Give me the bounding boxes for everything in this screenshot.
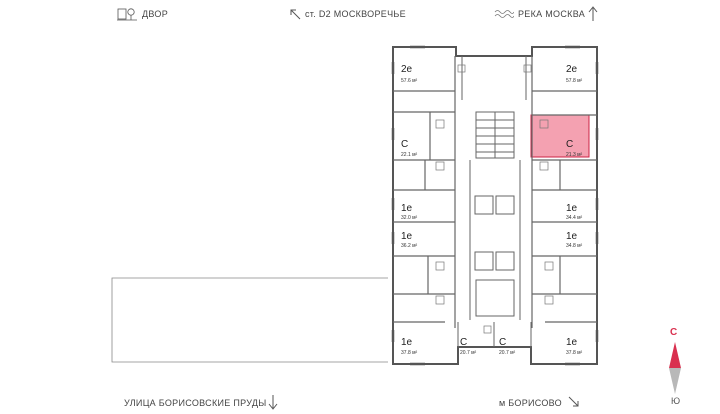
compass-icon (669, 342, 681, 394)
apartment-area: 34.8 м² (566, 243, 583, 249)
apartment-area: 34.4 м² (566, 215, 583, 221)
elevator (495, 251, 515, 271)
apartment-area: 57.8 м² (566, 78, 583, 84)
elevator (495, 195, 515, 215)
apartment-area: 36.2 м² (401, 243, 418, 249)
river-waves-icon (494, 10, 514, 18)
apartment-type: 1е (401, 337, 413, 348)
compass-north-label: С (670, 327, 678, 338)
apartment-type: С (401, 139, 408, 150)
yard-label: ДВОР (142, 9, 169, 19)
station-label: ст. D2 МОСКВОРЕЧЬЕ (305, 9, 406, 19)
apartment-type: 1е (401, 231, 413, 242)
arrow-down-icon (268, 395, 278, 410)
apartment-type: С (460, 337, 467, 348)
apartment-area: 57.6 м² (401, 78, 418, 84)
apartment-highlight (530, 114, 590, 158)
apartment-area: 37.8 м² (566, 350, 583, 356)
apartment-area: 32.0 м² (401, 215, 418, 221)
metro-label: м БОРИСОВО (499, 398, 562, 408)
elevator (474, 251, 494, 271)
apartment-area: 37.8 м² (401, 350, 418, 356)
apartment-type: 1е (566, 231, 578, 242)
apartment-type: С (499, 337, 506, 348)
apartment-area: 20.7 м² (499, 350, 516, 356)
apartment-type: С (566, 139, 573, 150)
apartment-area: 20.7 м² (460, 350, 477, 356)
arrow-up-icon (588, 6, 598, 21)
apartment-area: 22.1 м² (401, 152, 418, 158)
apartment-type: 1е (401, 203, 413, 214)
apartment-type: 2е (566, 64, 578, 75)
apartment-type: 1е (566, 203, 578, 214)
apartment-area: 21.3 м² (566, 152, 583, 158)
arrow-down-right-icon (568, 396, 579, 407)
compass-south-label: Ю (671, 396, 681, 406)
arrow-up-left-icon (290, 9, 301, 20)
apartment-type: 1е (566, 337, 578, 348)
river-label: РЕКА МОСКВА (518, 9, 585, 19)
apartment-type: 2е (401, 64, 413, 75)
street-label: УЛИЦА БОРИСОВСКИЕ ПРУДЫ (124, 398, 267, 408)
courtyard-icon (117, 8, 137, 21)
stairwell (475, 279, 515, 317)
elevator (474, 195, 494, 215)
lot-boundary (111, 277, 388, 363)
